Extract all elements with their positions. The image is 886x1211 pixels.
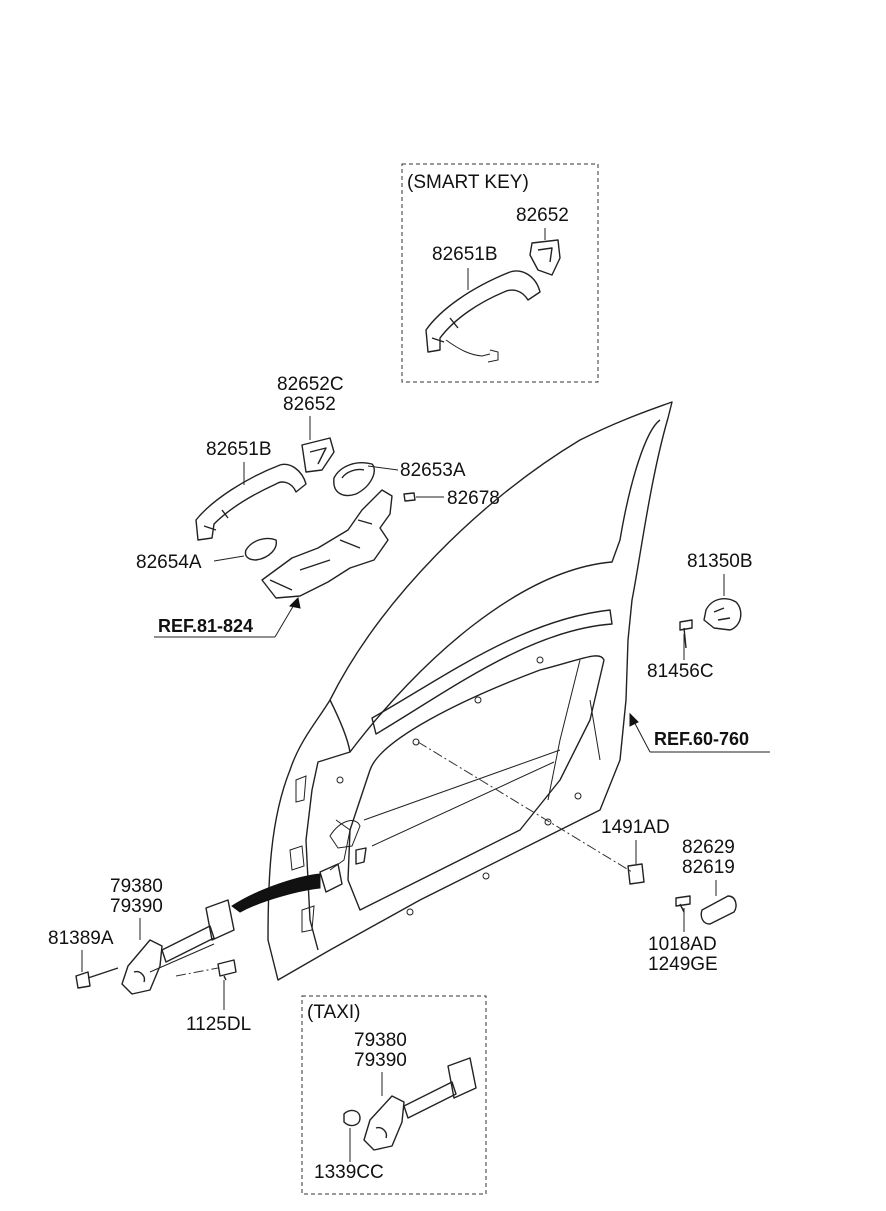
label-82652: 82652 (283, 394, 336, 415)
label-79380: 79380 (110, 876, 163, 897)
taxi-group: (TAXI) 79380 79390 1339CC (301, 995, 487, 1195)
label-1249ge: 1249GE (648, 954, 718, 975)
label-82651b: 82651B (206, 439, 272, 460)
label-1125dl: 1125DL (186, 1014, 251, 1035)
taxi-title: (TAXI) (307, 1002, 360, 1023)
check-mount (319, 847, 367, 893)
bezel-gasket (333, 462, 375, 497)
trim-cap (700, 895, 737, 925)
label-81456c: 81456C (647, 661, 714, 682)
clip-nut (627, 863, 645, 885)
label-1018ad: 1018AD (648, 934, 717, 955)
label-82678: 82678 (447, 488, 500, 509)
outside-handle-group: 82652C 82652 82651B 82653A 82678 82654A … (136, 374, 500, 638)
check-bolt (75, 967, 119, 989)
label-82619: 82619 (682, 857, 735, 878)
striker (703, 598, 742, 631)
label-1339cc: 1339CC (314, 1162, 384, 1183)
front-gasket (244, 537, 277, 561)
smart-key-box (401, 163, 599, 383)
door-check-group: 79380 79390 81389A 1125DL (48, 876, 251, 1035)
label-smart-82651b: 82651B (432, 244, 498, 265)
label-1491ad: 1491AD (601, 817, 670, 838)
label-82654a: 82654A (136, 552, 202, 573)
right-parts: 81350B 81456C REF.60-760 1491AD 82629 82… (601, 551, 770, 975)
smart-key-handle (425, 270, 541, 353)
label-82629: 82629 (682, 837, 735, 858)
door-check (121, 899, 235, 995)
trim-screw (675, 895, 691, 913)
outside-handle (195, 463, 307, 541)
label-79390: 79390 (110, 896, 163, 917)
taxi-box (301, 995, 487, 1195)
handle-bracket (261, 489, 393, 599)
smart-key-group: (SMART KEY) 82652 82651B (401, 163, 599, 383)
label-ref-60-760: REF.60-760 (654, 729, 749, 749)
label-81350b: 81350B (687, 551, 753, 572)
label-taxi-79380: 79380 (354, 1030, 407, 1051)
label-ref-81-824: REF.81-824 (158, 616, 253, 636)
small-screw (403, 492, 416, 502)
label-82653a: 82653A (400, 460, 466, 481)
handle-cap (301, 437, 335, 473)
taxi-washer (343, 1109, 361, 1127)
label-taxi-79390: 79390 (354, 1050, 407, 1071)
label-smart-82652: 82652 (516, 205, 569, 226)
striker-screw (679, 619, 693, 649)
label-81389a: 81389A (48, 928, 114, 949)
taxi-door-check (363, 1057, 477, 1151)
door-panel (231, 401, 673, 981)
smart-handle-cover (529, 239, 561, 276)
smart-key-title: (SMART KEY) (407, 172, 529, 193)
check-body-bolt (217, 959, 237, 981)
label-82652c: 82652C (277, 374, 344, 395)
